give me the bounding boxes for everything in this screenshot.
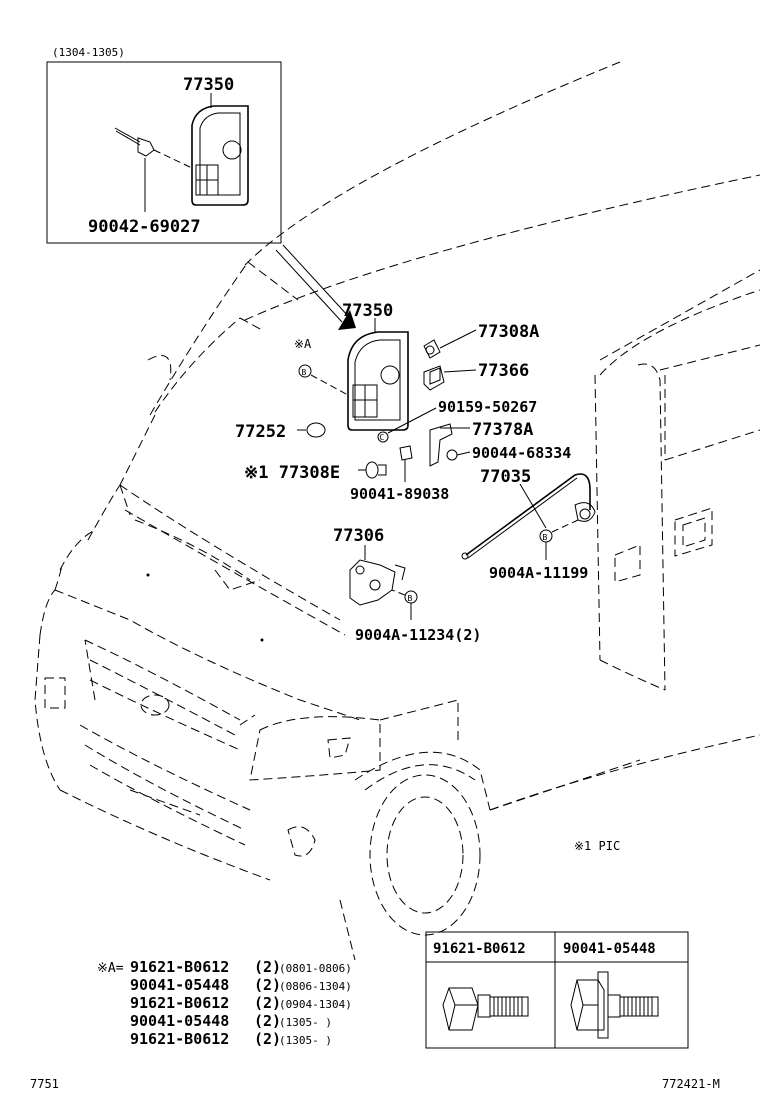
bracket-77378A xyxy=(429,423,455,467)
callout-C-circle xyxy=(377,431,389,443)
note-row-4-qty: (2) xyxy=(254,1012,281,1030)
part-77366: 77366 xyxy=(478,361,529,381)
note-row-5-range: (1305- ) xyxy=(279,1034,332,1047)
van-outline xyxy=(34,61,760,961)
inset-arrow xyxy=(275,244,356,330)
inset-screw-shaft xyxy=(114,127,141,143)
note-row-1-qty: (2) xyxy=(254,958,281,976)
part-77306: 77306 xyxy=(333,526,384,546)
callout-B-2: B xyxy=(408,594,413,603)
inset-part-77350: 77350 xyxy=(183,75,234,95)
callout-A-circle-1 xyxy=(298,364,312,378)
part-77308E: ※1 77308E xyxy=(244,463,340,483)
hinge-77366 xyxy=(423,365,445,391)
bolt-91621-icon xyxy=(442,987,529,1031)
footer-left-code: 7751 xyxy=(30,1077,59,1091)
note-row-3-range: (0904-1304) xyxy=(279,998,352,1011)
note-row-3-qty: (2) xyxy=(254,994,281,1012)
note-A-label: ※A xyxy=(294,337,312,351)
note-row-2-part: 90041-05448 xyxy=(130,976,229,994)
inset-box: (1304-1305) 77350 90042-69027 xyxy=(46,46,282,244)
note-row-3-part: 91621-B0612 xyxy=(130,994,229,1012)
part-90044-68334: 90044-68334 xyxy=(472,444,571,462)
part-9004A-11199: 9004A-11199 xyxy=(489,564,588,582)
callout-B-1: B xyxy=(543,533,548,542)
inset-fuel-door-cover xyxy=(191,105,249,206)
note-row-1-part: 91621-B0612 xyxy=(130,958,229,976)
inset-part-90042-69027: 90042-69027 xyxy=(88,217,201,237)
cable-77035 xyxy=(461,473,596,560)
fuel-lid-77350 xyxy=(347,318,409,431)
latch-77306 xyxy=(349,559,406,606)
bolt-90041-icon xyxy=(570,971,659,1039)
fastener-col1-header: 91621-B0612 xyxy=(433,941,526,957)
part-77252: 77252 xyxy=(235,422,286,442)
fastener-col2-header: 90041-05448 xyxy=(563,941,656,957)
callout-A-1: B xyxy=(302,368,307,377)
part-90159-50267: 90159-50267 xyxy=(438,398,537,416)
inset-date-range: (1304-1305) xyxy=(52,46,125,59)
note-list: ※A= 91621-B0612 (2) (0801-0806) 90041-05… xyxy=(97,958,352,1048)
note-row-4-range: (1305- ) xyxy=(279,1016,332,1029)
clip-77308A xyxy=(423,339,441,359)
grommet-77308E xyxy=(365,461,387,479)
part-90041-89038: 90041-89038 xyxy=(350,485,449,503)
note-row-4-part: 90041-05448 xyxy=(130,1012,229,1030)
part-9004A-11234: 9004A-11234(2) xyxy=(355,626,481,644)
note-row-2-qty: (2) xyxy=(254,976,281,994)
note-row-1-range: (0801-0806) xyxy=(279,962,352,975)
note-list-prefix: ※A= xyxy=(97,961,124,976)
note-row-5-qty: (2) xyxy=(254,1030,281,1048)
callout-C: C xyxy=(380,433,385,442)
part-77035: 77035 xyxy=(480,467,531,487)
clip-90044 xyxy=(446,449,458,461)
seal-77252 xyxy=(306,422,326,438)
bolt-90041-89038 xyxy=(399,445,413,470)
footnote-pic: ※1 PIC xyxy=(574,839,620,853)
note-row-2-range: (0806-1304) xyxy=(279,980,352,993)
part-77378A: 77378A xyxy=(472,420,533,440)
part-77308A: 77308A xyxy=(478,322,539,342)
footer-right-code: 772421-M xyxy=(662,1077,720,1091)
fastener-table: 91621-B0612 90041-05448 xyxy=(425,931,689,1049)
part-77350: 77350 xyxy=(342,301,393,321)
inset-screw-head xyxy=(137,137,155,157)
note-row-5-part: 91621-B0612 xyxy=(130,1030,229,1048)
